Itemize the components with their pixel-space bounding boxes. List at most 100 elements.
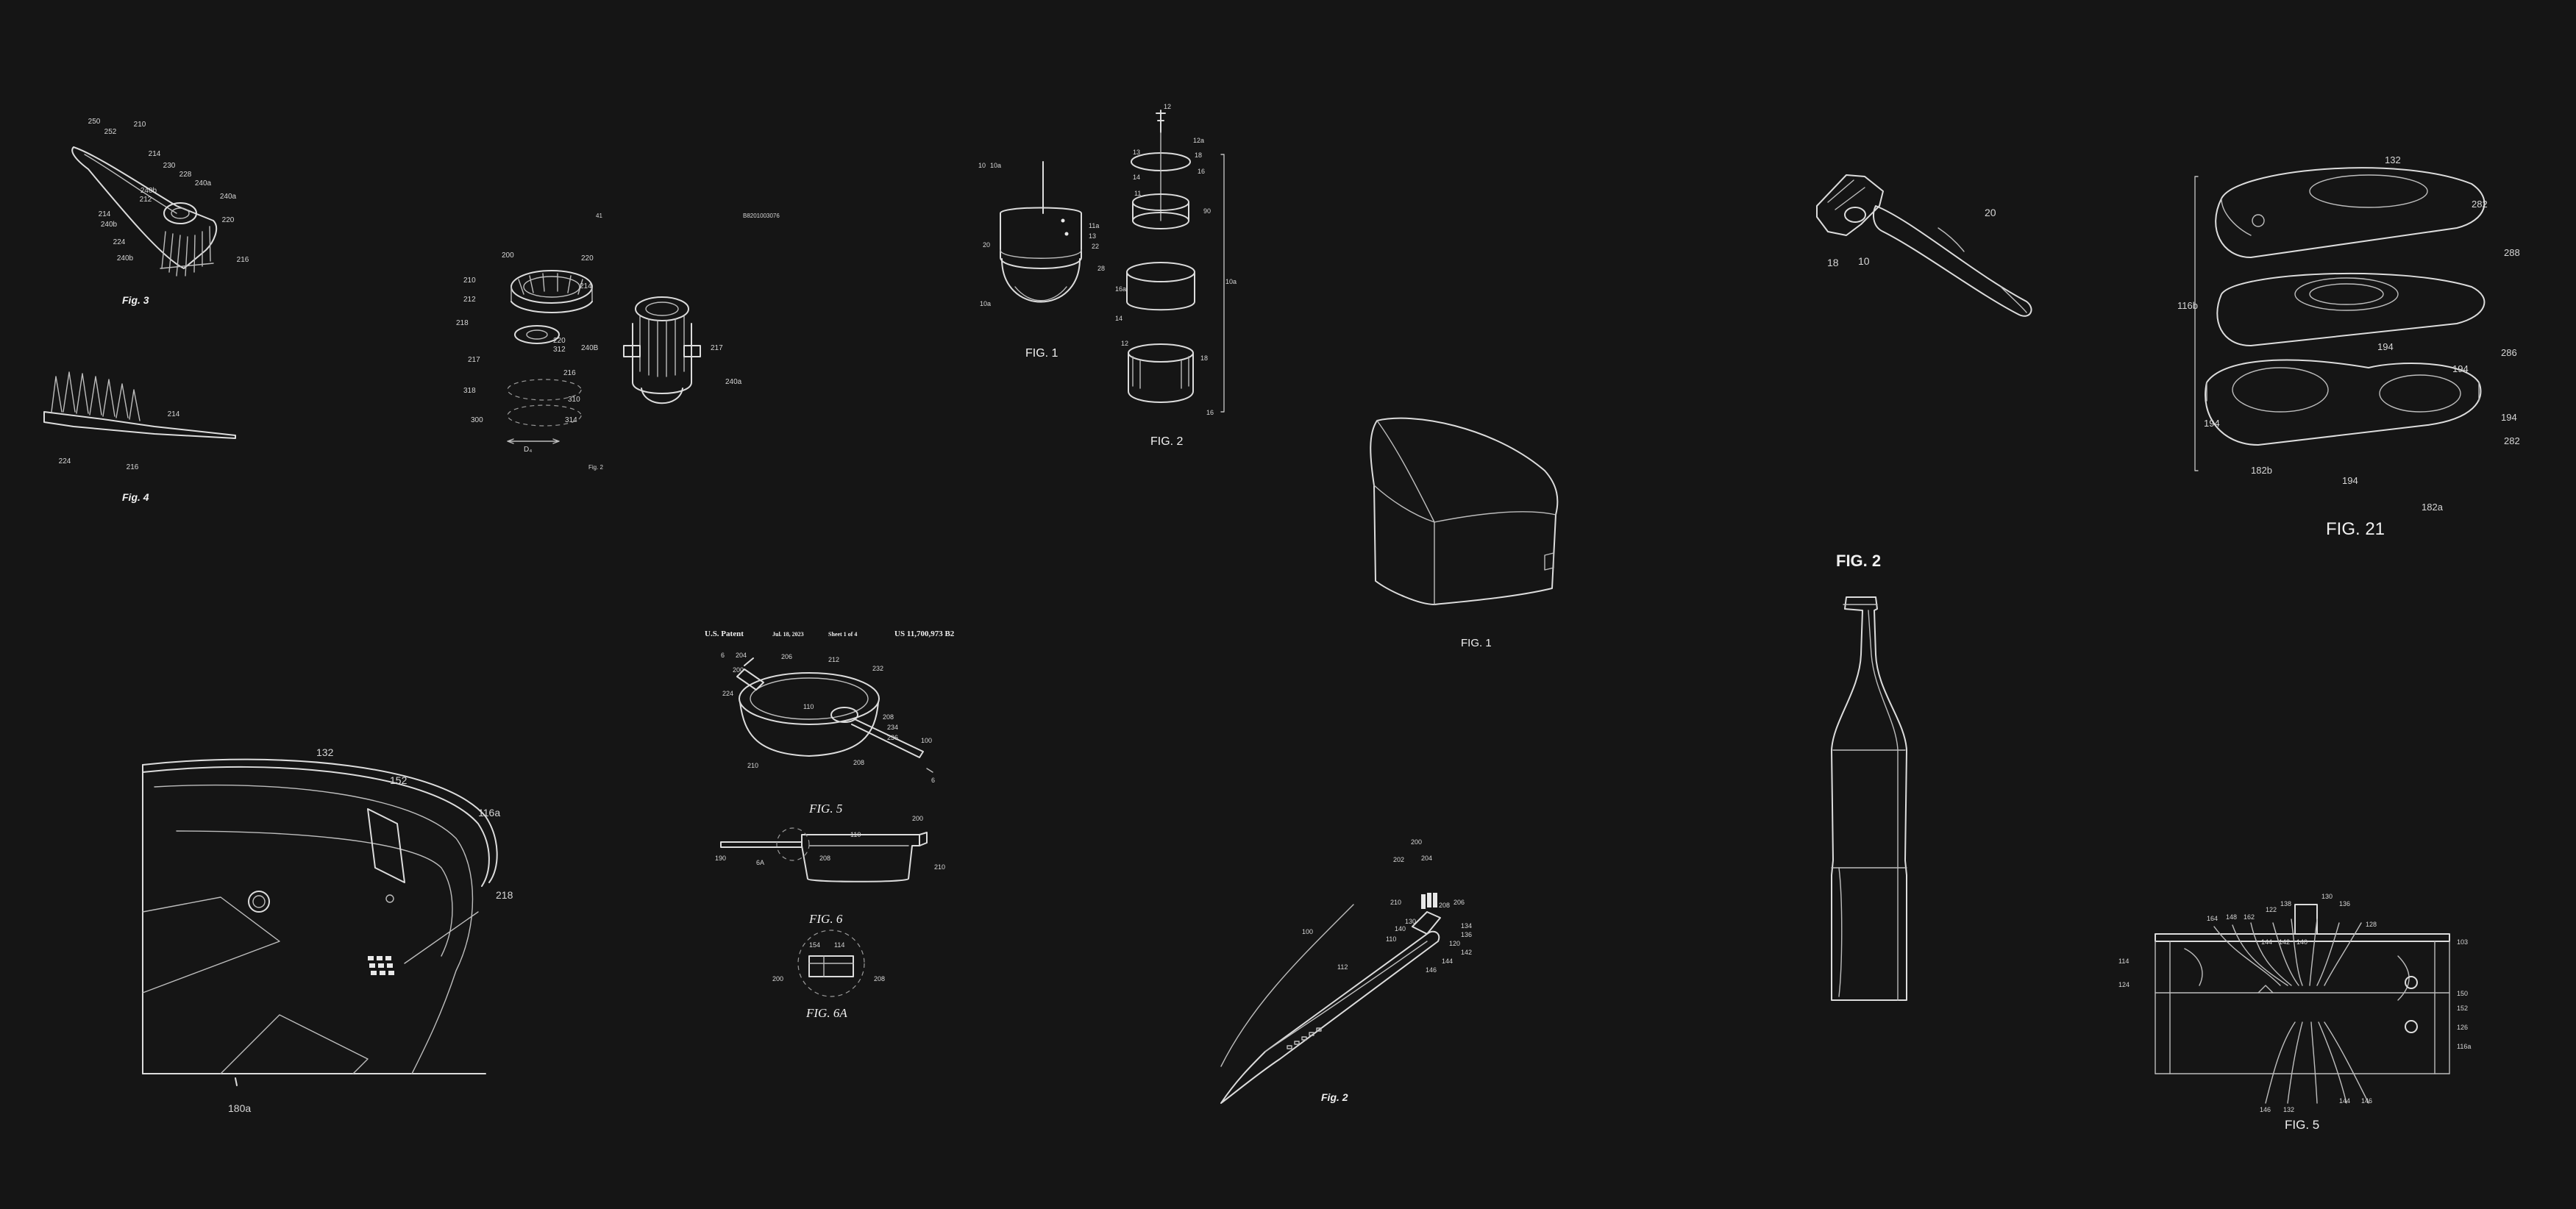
label: 214: [99, 210, 111, 218]
label: 208: [874, 975, 885, 982]
dome-device-drawing: 10 10a 11a 13 22 28 20 10a 12 12a 13 18 …: [978, 103, 1237, 416]
label: 10: [978, 162, 986, 169]
pot-drawing: 6 200 204 206 224 212 232 208 110 234 23…: [715, 652, 945, 997]
label: 13: [1089, 232, 1096, 240]
bottle-figure: FIG. 2: [1795, 552, 1935, 1008]
label: 250: [88, 118, 101, 126]
label: 18: [1195, 151, 1202, 159]
label: 20: [983, 241, 990, 249]
razor-drawing: 18 10 20: [1816, 174, 2032, 317]
label: 212: [828, 656, 839, 663]
figure-caption: Fig. 3: [122, 294, 149, 306]
label: 200: [1411, 838, 1422, 846]
label: 100: [1302, 928, 1313, 935]
label: 240a: [725, 378, 742, 386]
label: 150: [2457, 990, 2468, 997]
label: 194: [2342, 475, 2358, 486]
label: 130: [1405, 918, 1416, 925]
label: 212: [463, 296, 476, 304]
housing-section-drawing: 164 148 162 122 138 136 130 128 114 124 …: [2118, 893, 2471, 1113]
label: 210: [934, 863, 945, 871]
label: 212: [140, 196, 152, 204]
label: 240a: [195, 179, 212, 188]
figure-caption: FIG. 1: [1025, 347, 1058, 360]
label: 144: [2339, 1097, 2350, 1105]
label: 200: [912, 815, 923, 822]
label: 100: [921, 737, 932, 744]
figure-caption: FIG. 2: [1836, 552, 1882, 570]
label: 310: [568, 396, 580, 404]
housing-section-figure: 164 148 162 122 138 136 130 128 114 124 …: [2104, 882, 2501, 1140]
label: 144: [1442, 957, 1453, 965]
label: 216: [563, 369, 576, 377]
label: 190: [715, 855, 726, 862]
label: 224: [113, 238, 126, 246]
label: 194: [2204, 418, 2220, 429]
label: 282: [2472, 199, 2488, 210]
label: 136: [2339, 900, 2350, 907]
label: 208: [1439, 902, 1450, 909]
label: 220: [222, 216, 235, 224]
razor-figure: 18 10 20: [1802, 162, 2067, 331]
label: 120: [1449, 940, 1460, 947]
cartridge-figure: 41 B8201003076 200 220 210 214 212 218 2…: [441, 206, 780, 485]
label: 112: [1337, 963, 1348, 971]
label: 148: [2226, 913, 2237, 921]
label: 208: [853, 759, 864, 766]
label: 10a: [980, 300, 991, 307]
label: 204: [1421, 855, 1432, 862]
label: 164: [2207, 915, 2218, 922]
label: 90: [1203, 207, 1211, 215]
label: 128: [2366, 921, 2377, 928]
label: 124: [2118, 981, 2130, 988]
label: 220: [553, 337, 566, 345]
figure-caption: Fig. 2: [588, 464, 604, 471]
label: 132: [2283, 1106, 2294, 1113]
battery-case-figure: 132 282 288 116b 286 194 194 194 194 282…: [2177, 147, 2530, 544]
label: 13: [1133, 149, 1140, 156]
label: 210: [134, 121, 146, 129]
label: 146: [1426, 966, 1437, 974]
label: 12: [1164, 103, 1171, 110]
label: 218: [496, 889, 513, 901]
chair-figure: FIG. 1: [1361, 404, 1596, 655]
label: 116a: [478, 807, 500, 819]
figure-caption: FIG. 6A: [806, 1006, 847, 1020]
label: 10: [1858, 255, 1870, 267]
label: 16: [1206, 409, 1214, 416]
label: 10a: [990, 162, 1001, 169]
label: 152: [390, 774, 408, 786]
label: 16: [1198, 168, 1205, 175]
label: 116b: [2177, 300, 2198, 311]
label: 240b: [140, 187, 157, 195]
label: 180a: [228, 1102, 251, 1114]
label: 6: [721, 652, 725, 659]
figure-caption: Fig. 2: [1321, 1091, 1348, 1103]
label: 182b: [2251, 465, 2272, 476]
label: 194: [2452, 363, 2469, 374]
label: 288: [2504, 247, 2520, 258]
label: 28: [1097, 265, 1105, 272]
label: 206: [781, 653, 792, 660]
label: 146: [2361, 1097, 2372, 1105]
label: 140: [2296, 938, 2308, 946]
label: 132: [316, 746, 334, 758]
label: 144: [2261, 938, 2272, 946]
label: 14: [1115, 315, 1122, 322]
bin-corner-drawing: 132 152 116a 218 180a: [142, 746, 513, 1114]
label: 110: [1386, 935, 1396, 943]
sheet-header: 41: [596, 213, 602, 219]
label: 214: [580, 282, 592, 290]
label: 18: [1827, 257, 1839, 268]
electric-toothbrush-drawing: 200 202 204 210 206 208 100 130 140 110 …: [1220, 838, 1472, 1104]
label: 216: [237, 256, 249, 264]
label: 224: [59, 457, 71, 466]
label: 6A: [756, 859, 764, 866]
label: 232: [872, 665, 883, 672]
patent-header-left: U.S. Patent: [705, 630, 744, 638]
label: 152: [2457, 1005, 2468, 1012]
figure-caption: FIG. 1: [1461, 637, 1492, 649]
patent-header-date: Jul. 18, 2023: [772, 631, 804, 638]
sheet-header: B8201003076: [743, 213, 780, 219]
label: 16a: [1115, 285, 1126, 293]
